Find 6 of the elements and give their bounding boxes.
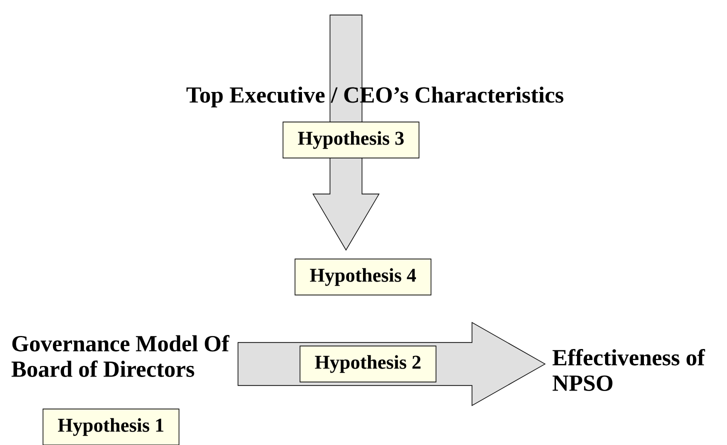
hypothesis-box: Hypothesis 4 — [294, 258, 432, 296]
label-text: Effectiveness of NPSO — [552, 349, 706, 391]
hypothesis-box: Hypothesis 1 — [42, 408, 180, 445]
label-text: Governance Model Of Board of Directors — [12, 335, 230, 377]
hypothesis-box: Hypothesis 2 — [300, 346, 436, 382]
hypothesis-box: Hypothesis 3 — [282, 122, 420, 158]
